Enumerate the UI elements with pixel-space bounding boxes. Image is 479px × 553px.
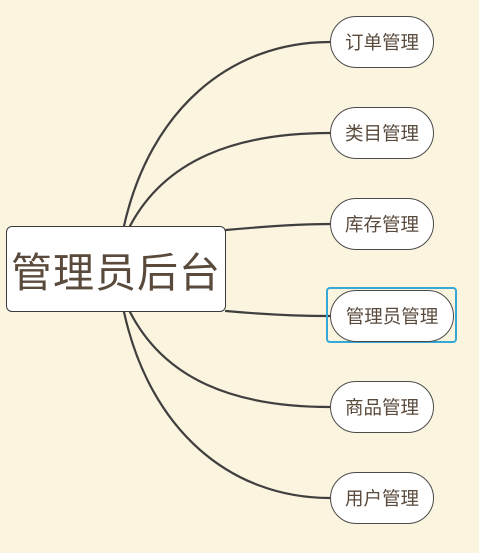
node-product-management[interactable]: 商品管理 (330, 381, 434, 433)
root-node-admin-backend[interactable]: 管理员后台 (6, 226, 226, 312)
node-category-management[interactable]: 类目管理 (330, 107, 434, 159)
node-order-management[interactable]: 订单管理 (330, 16, 434, 68)
node-label: 订单管理 (344, 33, 419, 54)
node-label: 用户管理 (344, 489, 419, 510)
node-label: 类目管理 (344, 124, 419, 145)
node-label: 商品管理 (344, 398, 419, 419)
edge-root-to-inventory (224, 222, 332, 232)
node-label: 库存管理 (344, 215, 419, 236)
edge-root-to-category (128, 131, 332, 228)
node-inventory-management[interactable]: 库存管理 (330, 198, 434, 250)
edge-root-to-product (128, 310, 332, 409)
edge-root-to-order (122, 40, 332, 228)
node-user-management[interactable]: 用户管理 (330, 472, 434, 524)
node-admin-management[interactable]: 管理员管理 (330, 290, 454, 342)
edge-root-to-user (122, 310, 332, 500)
root-node-label: 管理员后台 (11, 249, 221, 297)
node-label: 管理员管理 (345, 307, 439, 328)
edge-root-to-admin (224, 309, 332, 318)
